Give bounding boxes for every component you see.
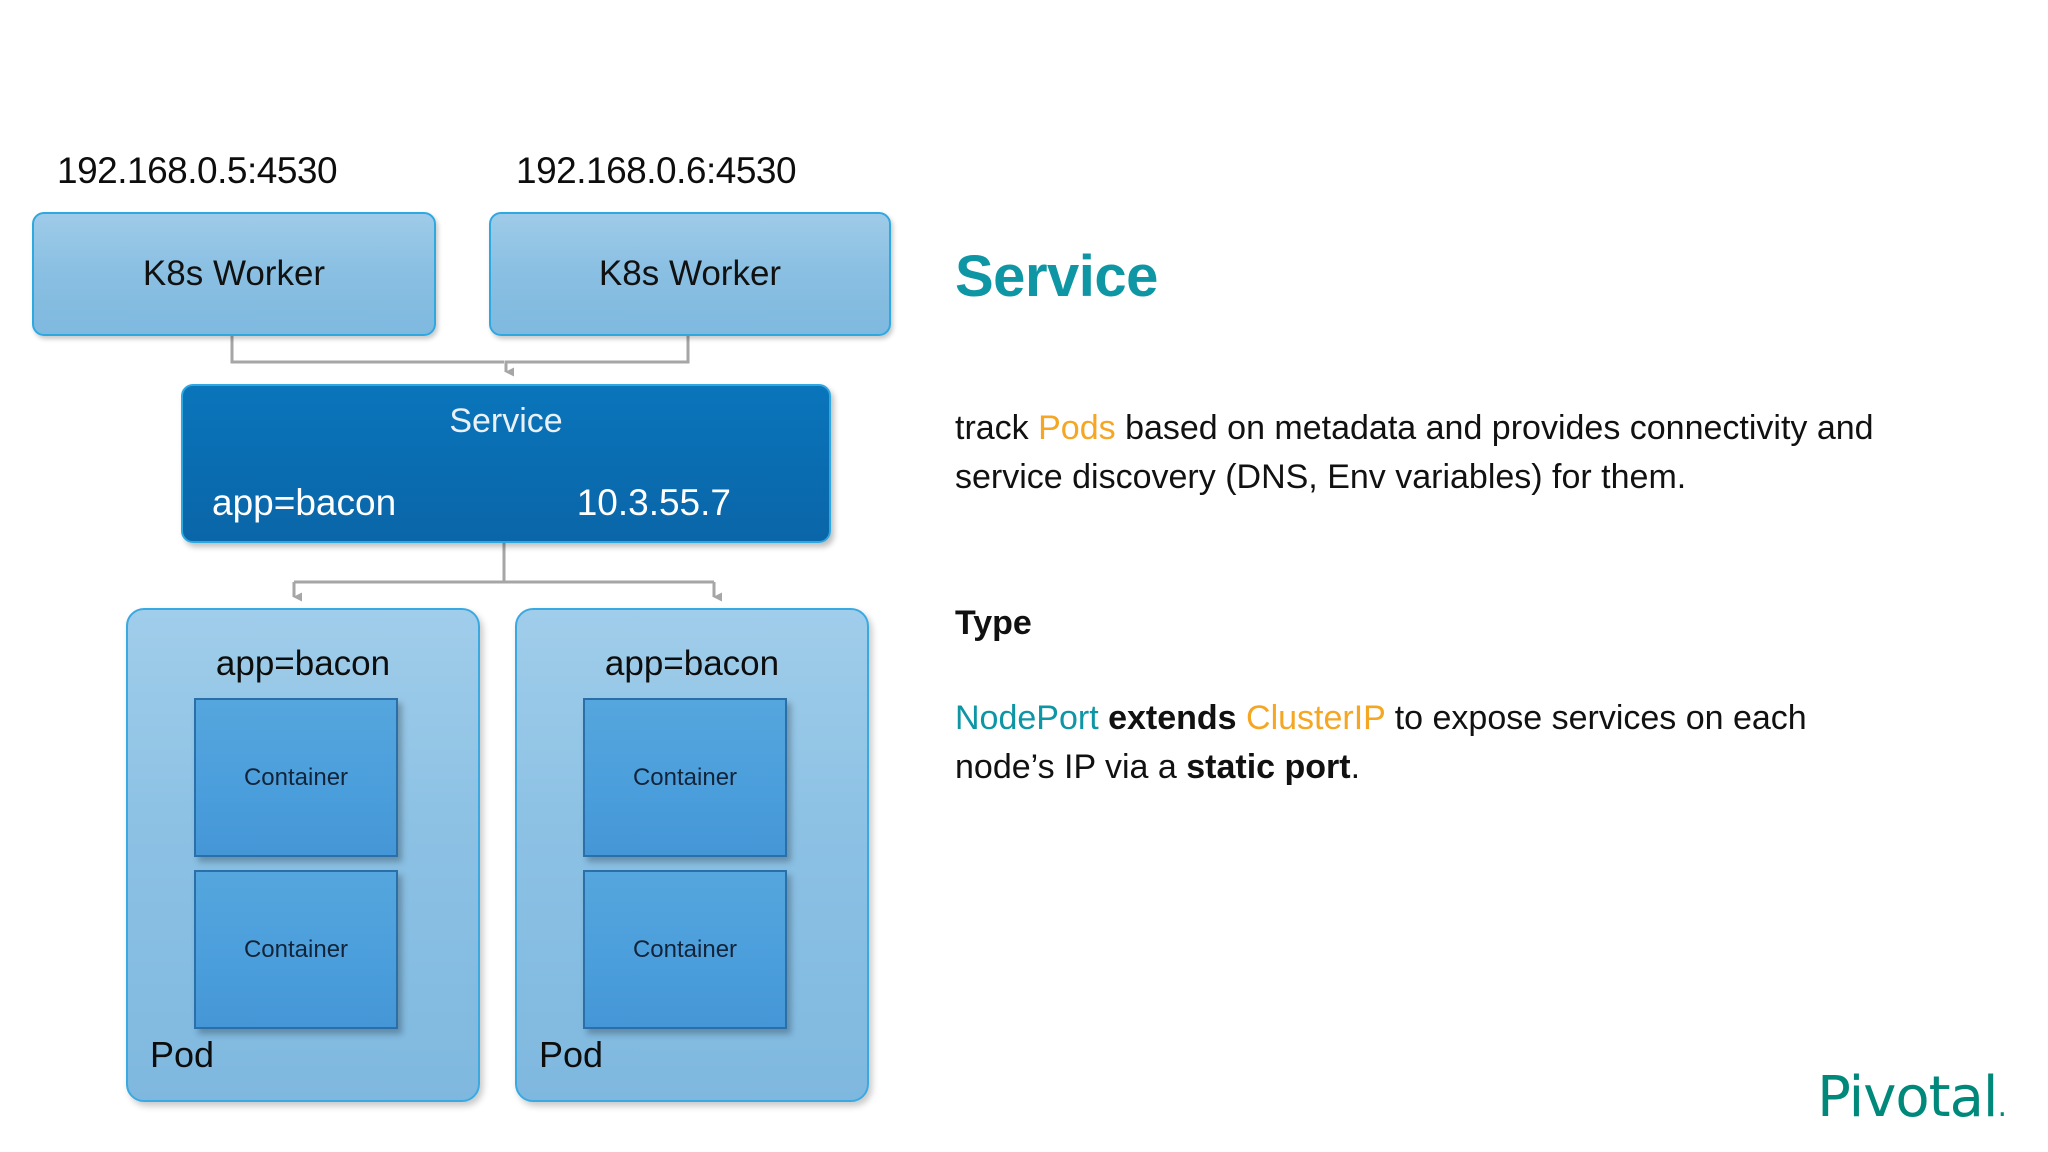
pod-1-container-2: Container — [194, 870, 398, 1029]
service-node: Service app=bacon 10.3.55.7 — [181, 384, 831, 543]
k8s-worker-node-2: K8s Worker — [489, 212, 891, 336]
pivotal-logo-dot: . — [1997, 1089, 2006, 1124]
pod-2-container-2-label: Container — [632, 935, 738, 963]
service-node-title: Service — [449, 402, 563, 440]
worker-2-label: K8s Worker — [598, 254, 782, 293]
keyword-clusterip: ClusterIP — [1246, 699, 1386, 737]
worker-2-ip-label: 192.168.0.6:4530 — [516, 150, 797, 191]
worker-1-ip-label: 192.168.0.5:4530 — [57, 150, 338, 191]
pod-2-name-label: Pod — [539, 1034, 604, 1075]
pod-2-container-1: Container — [583, 698, 787, 857]
pivotal-logo: Pivotal. — [1817, 1065, 2007, 1130]
pod-1-container-1-label: Container — [243, 763, 349, 791]
type-heading: Type — [955, 604, 1032, 642]
description-paragraph: track Pods based on metadata and provide… — [955, 404, 1875, 502]
keyword-pods: Pods — [1038, 409, 1116, 447]
static-port-text: static port — [1186, 748, 1351, 786]
page-title: Service — [955, 244, 1158, 309]
pod-1-selector-label: app=bacon — [215, 644, 391, 683]
nodeport-mid-text: to expose services on each node’s IP via… — [955, 699, 1807, 786]
nodeport-end-text: . — [1350, 748, 1361, 786]
nodeport-extends-text: extends — [1098, 699, 1247, 737]
worker-1-label: K8s Worker — [142, 254, 326, 293]
pivotal-logo-text: Pivotal — [1817, 1065, 1998, 1130]
pod-1: app=bacon Container Container Pod — [126, 608, 480, 1102]
pod-1-name-label: Pod — [150, 1034, 215, 1075]
description-pre-text: track — [955, 409, 1039, 447]
description-post-text: based on metadata and provides connectiv… — [955, 409, 1874, 496]
slide-content: Service track Pods based on metadata and… — [955, 0, 1955, 1152]
pod-2: app=bacon Container Container Pod — [515, 608, 869, 1102]
keyword-nodeport: NodePort — [955, 699, 1099, 737]
pod-1-container-2-label: Container — [243, 935, 349, 963]
nodeport-paragraph: NodePort extends ClusterIP to expose ser… — [955, 694, 1875, 792]
service-selector-label: app=bacon — [212, 482, 397, 523]
pod-2-container-2: Container — [583, 870, 787, 1029]
service-cluster-ip-label: 10.3.55.7 — [576, 482, 731, 523]
k8s-worker-node-1: K8s Worker — [32, 212, 436, 336]
architecture-diagram: 192.168.0.5:4530 192.168.0.6:4530 K8s Wo… — [0, 0, 900, 1152]
pod-1-container-1: Container — [194, 698, 398, 857]
pod-2-container-1-label: Container — [632, 763, 738, 791]
pod-2-selector-label: app=bacon — [604, 644, 780, 683]
